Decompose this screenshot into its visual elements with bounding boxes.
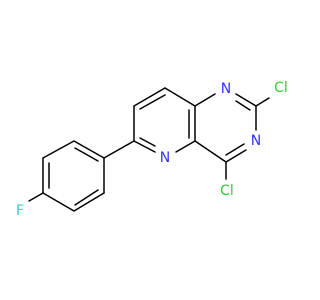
carbon-fluorine-bond	[28, 192, 44, 202]
molecule-structure: N N N Cl Cl F	[15, 80, 288, 219]
fluorophenyl-ring	[42, 140, 105, 212]
pyridine-ring	[133, 87, 196, 153]
pyrimidine-ring	[194, 93, 257, 163]
atom-label-nitrogen-right: N	[251, 133, 261, 149]
carbon-chlorine-bond-top	[255, 97, 270, 107]
biaryl-bond	[103, 140, 135, 159]
atom-label-fluorine: F	[16, 203, 24, 219]
atom-label-chlorine-bottom: Cl	[220, 183, 234, 199]
atom-label-nitrogen-top: N	[221, 81, 231, 97]
atom-label-nitrogen-pyridine: N	[160, 150, 170, 166]
atom-label-chlorine-top: Cl	[274, 80, 288, 96]
